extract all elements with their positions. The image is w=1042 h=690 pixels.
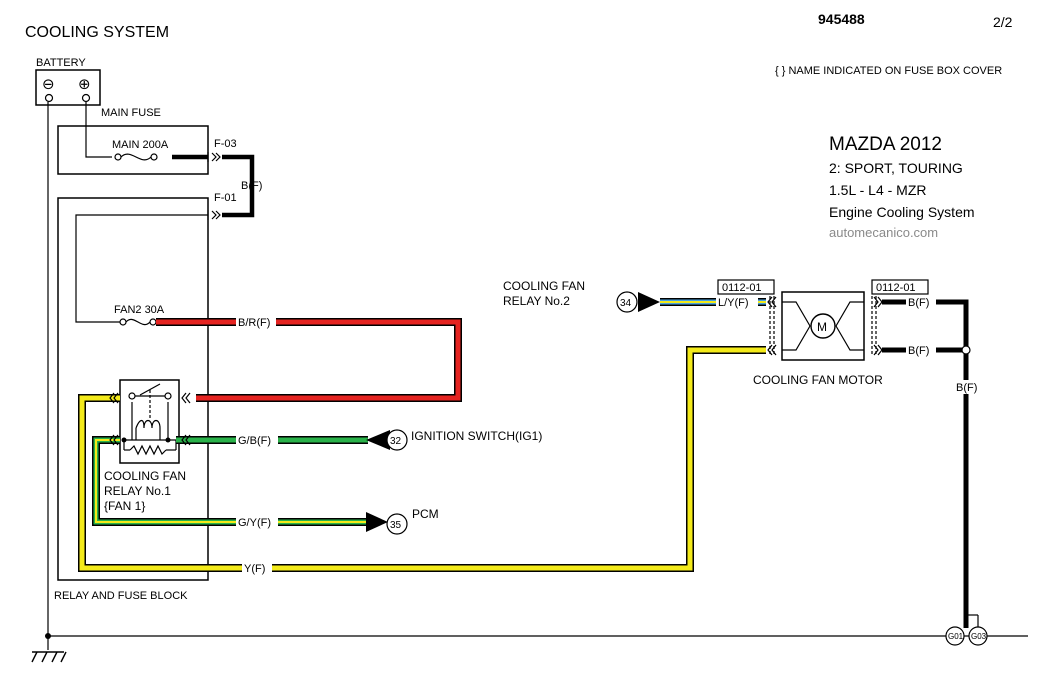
wire-label-bg-br [236, 315, 276, 329]
battery-terminal-negative [44, 93, 54, 103]
relay-1-coil-icon [123, 402, 177, 456]
connector-circle-34 [616, 291, 638, 313]
wire-label-bg-gy [236, 515, 278, 529]
wire-label-bf-motor-1: B(F) [908, 297, 929, 309]
motor-connector-ticks [767, 296, 883, 356]
motor-connector-left-box [717, 279, 775, 295]
wire-bf-battery-feed [222, 154, 255, 218]
ground-junction-dot [45, 633, 51, 639]
relay-1-label-line3: {FAN 1} [104, 499, 145, 513]
battery-positive-wire [85, 102, 112, 158]
vehicle-system: Engine Cooling System [829, 204, 975, 220]
page-title: COOLING SYSTEM [25, 24, 169, 41]
ground-point-g01 [945, 626, 965, 646]
pcm-label: PCM [412, 507, 439, 521]
battery-positive-icon: ⊕ [78, 76, 91, 93]
wire-br-outline [156, 318, 462, 402]
main-fuse-icon [114, 153, 158, 161]
wire-label-bg-bf-m2 [906, 343, 936, 357]
relay-1-switch-icon [128, 383, 172, 420]
main-fuse-label: MAIN FUSE [101, 107, 161, 119]
wire-label-y: Y(F) [244, 563, 265, 575]
wire-label-br: B/R(F) [238, 317, 270, 329]
connector-circle-34-label: 34 [620, 298, 632, 309]
ignition-switch-label: IGNITION SWITCH(IG1) [411, 429, 542, 443]
wire-y-outline [78, 346, 766, 572]
main-fuse-box [57, 125, 209, 175]
motor-icon [810, 313, 836, 339]
relay-fuse-block-label: RELAY AND FUSE BLOCK [54, 590, 188, 602]
wire-label-gb: G/B(F) [238, 435, 271, 447]
ground-point-g03-label: G03 [971, 632, 987, 641]
wire-y [79, 347, 766, 571]
connector-f01-icon [207, 210, 221, 220]
page-number: 2/2 [993, 14, 1013, 30]
splice-point [961, 345, 971, 355]
relay-fuse-block [57, 197, 209, 581]
pcm-arrow-icon [366, 512, 388, 532]
battery-negative-icon: ⊖ [42, 76, 55, 93]
motor-label: COOLING FAN MOTOR [753, 373, 883, 387]
vehicle-trim: 2: SPORT, TOURING [829, 160, 963, 176]
ground-point-g03 [968, 626, 988, 646]
wire-label-bg-gb [236, 433, 278, 447]
wire-label-bg-ly [716, 295, 758, 309]
relay-2-label-line1: COOLING FAN [503, 279, 585, 293]
vehicle-engine: 1.5L - L4 - MZR [829, 182, 927, 198]
fuse-box-note: { } NAME INDICATED ON FUSE BOX COVER [775, 65, 1002, 77]
document-number: 945488 [818, 11, 865, 27]
fan2-fuse-icon [119, 318, 157, 326]
relay-1-node-left [121, 437, 127, 443]
wire-gy-tracer [95, 439, 366, 523]
connector-f01-label: F-01 [214, 192, 237, 204]
connector-circle-35 [386, 513, 408, 535]
motor-symbol: M [817, 320, 827, 334]
motor-connector-right-box [871, 279, 929, 295]
connector-circle-32 [386, 429, 408, 451]
motor-internal-wiring [782, 301, 864, 351]
battery-terminal-positive [81, 93, 91, 103]
wire-label-bg-y [242, 561, 272, 575]
wire-label-bg-bf-m1 [906, 295, 936, 309]
chassis-ground-icon [31, 651, 67, 663]
wire-br [156, 319, 461, 401]
relay-2-label-line2: RELAY No.2 [503, 294, 570, 308]
internal-feed-wire [75, 214, 208, 323]
relay-1-label-line2: RELAY No.1 [104, 484, 171, 498]
ignition-arrow-icon [366, 430, 390, 450]
wire-label-bf-down: B(F) [956, 382, 977, 394]
vehicle-make-year: MAZDA 2012 [829, 134, 942, 155]
connector-circle-35-label: 35 [390, 520, 402, 531]
wire-label-gy: G/Y(F) [238, 517, 271, 529]
relay-1-node-right [165, 437, 171, 443]
fan2-fuse-label: FAN2 30A [114, 304, 165, 316]
relay-2-arrow-icon [638, 292, 660, 312]
watermark: automecanico.com [829, 225, 938, 240]
battery-label: BATTERY [36, 57, 86, 69]
motor-connector-left-label: 0112-01 [722, 282, 762, 294]
wire-label-bg-bf-down [954, 380, 982, 394]
motor-connector-right-label: 0112-01 [876, 282, 916, 294]
connector-circle-32-label: 32 [390, 436, 402, 447]
wire-label-ly: L/Y(F) [718, 297, 749, 309]
wire-label-bf-top: B(F) [241, 180, 262, 192]
relay-1-connector-ticks [109, 392, 191, 446]
wire-label-bf-motor-2: B(F) [908, 345, 929, 357]
main-fuse-rating: MAIN 200A [112, 139, 169, 151]
connector-f03-label: F-03 [214, 138, 237, 150]
connector-f03-icon [207, 152, 221, 162]
relay-1-label-line1: COOLING FAN [104, 469, 186, 483]
ground-point-g01-label: G01 [948, 632, 964, 641]
